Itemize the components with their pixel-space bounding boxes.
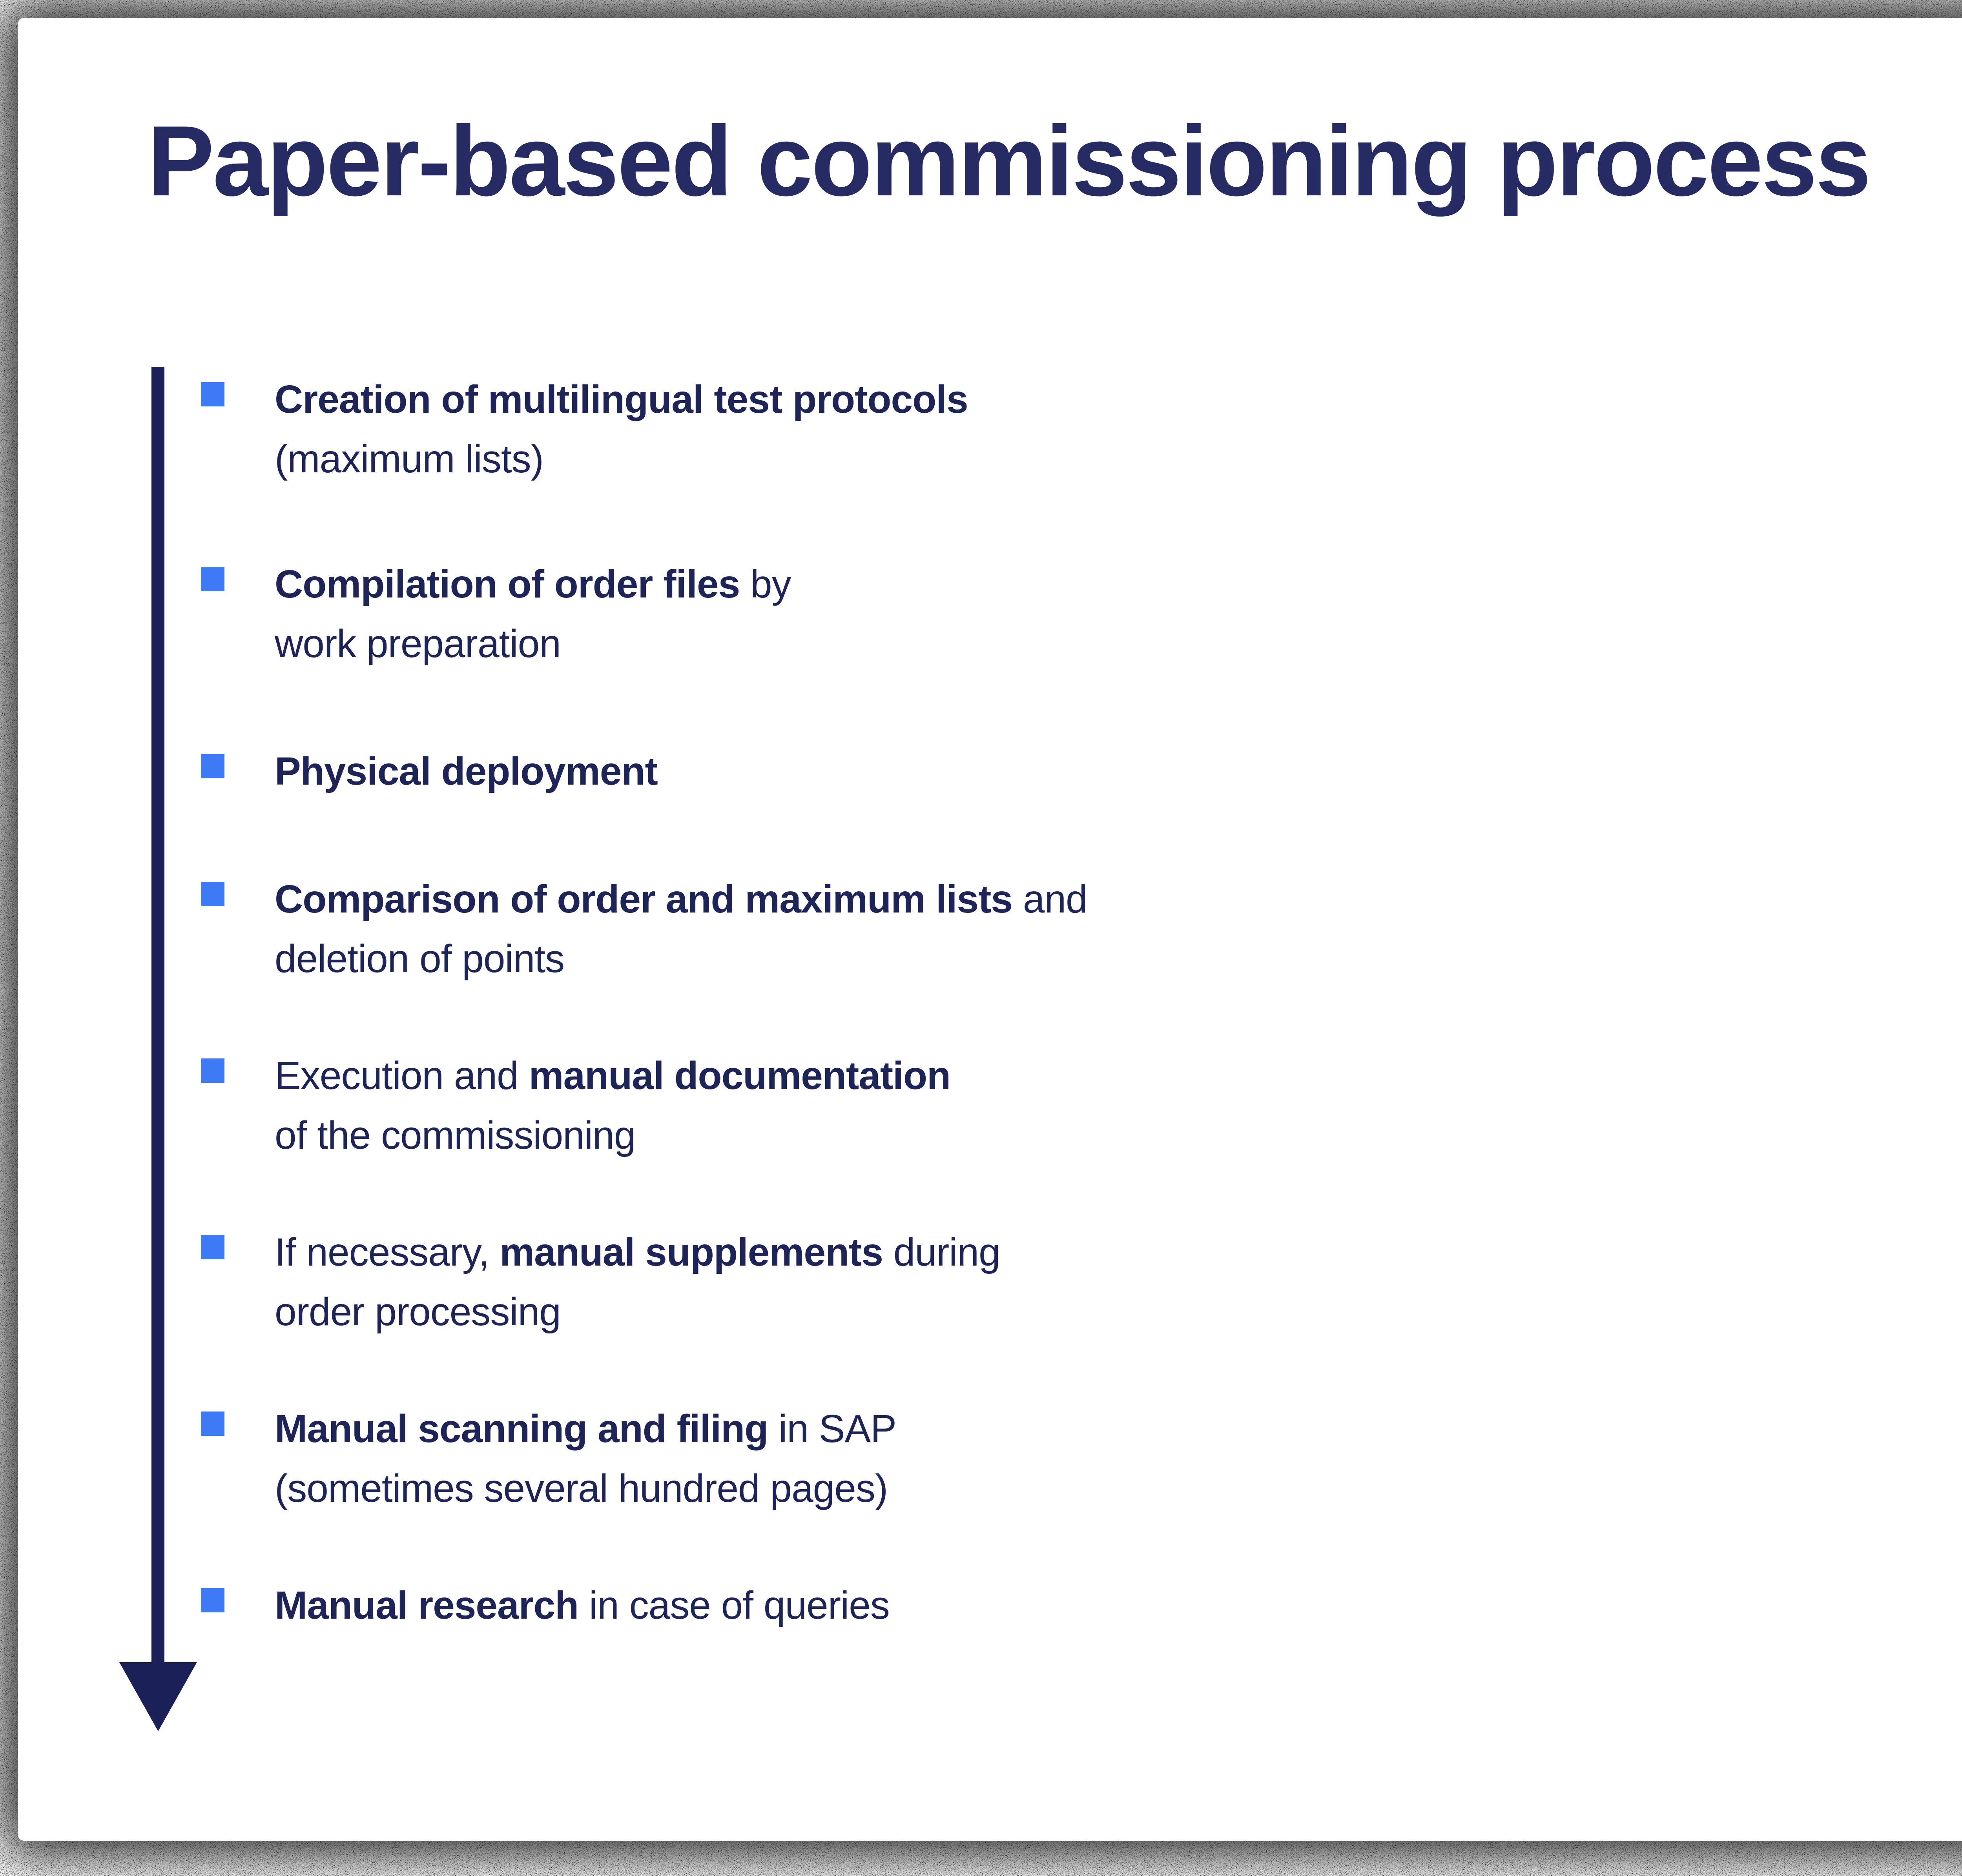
list-item-line: deletion of points: [275, 937, 565, 981]
bullet-square-icon: [201, 382, 224, 406]
slide-card: Paper-based commissioning process Creati…: [18, 18, 1962, 1841]
list-item-line: of the commissioning: [275, 1113, 636, 1157]
list-item-line: Physical deployment: [275, 749, 658, 793]
list-item: Manual scanning and filing in SAP (someti…: [201, 1399, 897, 1518]
list-item-text: Comparison of order and maximum lists an…: [275, 869, 1088, 989]
list-item-line: Manual research in case of queries: [275, 1583, 890, 1627]
bullet-square-icon: [201, 1235, 224, 1259]
bullet-square-icon: [201, 1588, 224, 1612]
arrow-down-icon: [119, 1662, 197, 1731]
list-item: Manual research in case of queries: [201, 1575, 890, 1635]
bullet-square-icon: [201, 882, 224, 906]
bullet-square-icon: [201, 567, 224, 591]
list-item-line: Compilation of order files by: [275, 562, 791, 606]
list-item: If necessary, manual supplements during o…: [201, 1222, 1001, 1342]
list-item-text: Creation of multilingual test protocols (…: [275, 370, 968, 489]
list-item-line: Manual scanning and filing in SAP: [275, 1407, 897, 1451]
list-item: Execution and manual documentation of the…: [201, 1046, 951, 1165]
list-item-text: Execution and manual documentation of the…: [275, 1046, 951, 1165]
list-item: Physical deployment: [201, 741, 658, 801]
page-title: Paper-based commissioning process: [148, 105, 1871, 217]
list-item-line: Creation of multilingual test protocols: [275, 377, 968, 421]
bullet-square-icon: [201, 1058, 224, 1083]
list-item-line: Comparison of order and maximum lists an…: [275, 877, 1088, 921]
list-item-text: If necessary, manual supplements during o…: [275, 1222, 1001, 1342]
list-item-line: Execution and manual documentation: [275, 1054, 951, 1098]
list-item-text: Physical deployment: [275, 741, 658, 801]
bullet-square-icon: [201, 754, 224, 778]
list-item-text: Manual research in case of queries: [275, 1575, 890, 1635]
list-item-line: (sometimes several hundred pages): [275, 1466, 888, 1510]
list-item-line: order processing: [275, 1290, 561, 1334]
process-arrow-shaft: [151, 367, 164, 1662]
list-item: Compilation of order files by work prepar…: [201, 554, 791, 674]
list-item-text: Manual scanning and filing in SAP (someti…: [275, 1399, 897, 1518]
list-item-line: work preparation: [275, 622, 561, 666]
list-item-line: If necessary, manual supplements during: [275, 1230, 1001, 1274]
list-item-text: Compilation of order files by work prepar…: [275, 554, 791, 674]
list-item: Comparison of order and maximum lists an…: [201, 869, 1088, 989]
bullet-square-icon: [201, 1412, 224, 1436]
list-item: Creation of multilingual test protocols (…: [201, 370, 968, 489]
list-item-line: (maximum lists): [275, 437, 544, 481]
